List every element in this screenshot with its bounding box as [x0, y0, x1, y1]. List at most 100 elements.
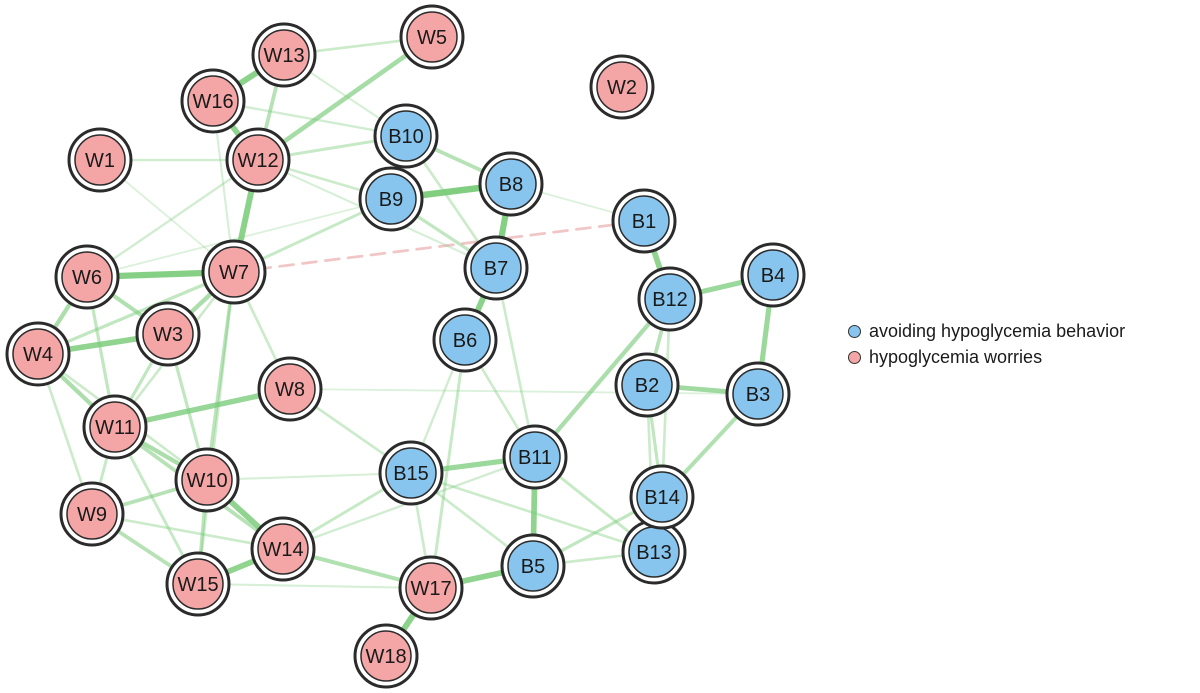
node-label: W3 [153, 324, 183, 346]
node-fill [181, 454, 233, 506]
edge-w10-b15 [205, 471, 413, 482]
node-label: W14 [262, 539, 303, 561]
node-label: W15 [177, 574, 218, 596]
node-w12: W12 [225, 127, 291, 193]
node-label: B10 [388, 126, 424, 148]
node-fill [732, 368, 784, 420]
node-w4: W4 [5, 321, 71, 387]
edge-w7-b1 [232, 219, 646, 274]
node-b14: B14 [629, 464, 695, 530]
legend: avoiding hypoglycemia behavior hypoglyce… [848, 318, 1125, 370]
node-label: W17 [410, 578, 451, 600]
node-w3: W3 [135, 301, 201, 367]
node-b2: B2 [614, 352, 680, 418]
edge-w8-b3 [289, 388, 759, 395]
node-b15: B15 [378, 440, 444, 506]
node-label: B9 [379, 189, 403, 211]
legend-item-worry: hypoglycemia worries [848, 344, 1125, 370]
node-w6: W6 [54, 244, 120, 310]
node-fill [208, 246, 260, 298]
node-label: W2 [607, 77, 637, 99]
node-label: W18 [365, 646, 406, 668]
node-fill [142, 308, 194, 360]
node-fill [747, 249, 799, 301]
legend-item-behavior: avoiding hypoglycemia behavior [848, 318, 1125, 344]
node-fill [257, 523, 309, 575]
node-b9: B9 [358, 166, 424, 232]
node-b11: B11 [502, 424, 568, 490]
node-fill [264, 363, 316, 415]
node-fill [365, 173, 417, 225]
node-label: W5 [417, 27, 447, 49]
node-label: B7 [484, 258, 508, 280]
node-b12: B12 [637, 266, 703, 332]
node-label: B8 [499, 174, 523, 196]
node-label: B3 [746, 384, 770, 406]
node-label: B11 [518, 447, 552, 469]
node-fill [172, 558, 224, 610]
node-b5: B5 [500, 533, 566, 599]
node-fill [66, 488, 118, 540]
edge-w16-b10 [211, 99, 408, 138]
node-w14: W14 [250, 516, 316, 582]
node-w17: W17 [398, 555, 464, 621]
edge-w7-w15 [196, 270, 236, 586]
node-b1: B1 [611, 188, 677, 254]
node-fill [618, 195, 670, 247]
node-b10: B10 [373, 103, 439, 169]
node-b3: B3 [725, 361, 791, 427]
node-fill [507, 540, 559, 592]
legend-swatch-worry [848, 350, 861, 364]
node-b6: B6 [432, 307, 498, 373]
node-w18: W18 [353, 623, 419, 689]
node-fill [596, 61, 648, 113]
node-fill [360, 630, 412, 682]
node-fill [636, 471, 688, 523]
node-fill [380, 110, 432, 162]
edge-w5-w12 [255, 34, 435, 163]
node-fill [406, 11, 458, 63]
legend-label-behavior: avoiding hypoglycemia behavior [869, 320, 1126, 341]
node-w9: W9 [59, 481, 125, 547]
node-fill [61, 251, 113, 303]
node-b4: B4 [740, 242, 806, 308]
node-label: W11 [95, 417, 135, 439]
node-fill [258, 29, 310, 81]
node-w7: W7 [201, 239, 267, 305]
node-label: W4 [23, 344, 53, 366]
node-fill [405, 562, 457, 614]
node-fill [89, 401, 141, 453]
node-w2: W2 [589, 54, 655, 120]
node-fill [12, 328, 64, 380]
node-fill [74, 134, 126, 186]
node-label: B15 [393, 463, 429, 485]
edge-w12-w6 [85, 158, 260, 279]
node-w15: W15 [165, 551, 231, 617]
node-b8: B8 [478, 151, 544, 217]
node-label: W8 [275, 379, 305, 401]
legend-swatch-behavior [848, 324, 861, 338]
node-label: B6 [453, 330, 477, 352]
legend-label-worry: hypoglycemia worries [869, 346, 1043, 367]
node-fill [621, 359, 673, 411]
node-label: W12 [237, 150, 278, 172]
node-fill [232, 134, 284, 186]
node-w10: W10 [174, 447, 240, 513]
node-label: W10 [186, 470, 227, 492]
node-fill [439, 314, 491, 366]
node-w8: W8 [257, 356, 323, 422]
edge-w15-w17 [196, 582, 433, 590]
node-w1: W1 [67, 127, 133, 193]
node-label: B12 [652, 289, 688, 311]
node-label: B4 [761, 265, 785, 287]
node-fill [644, 273, 696, 325]
node-w5: W5 [399, 4, 465, 70]
node-label: B14 [644, 487, 680, 509]
node-label: B2 [635, 375, 659, 397]
edge-b11-b12 [532, 296, 673, 460]
node-fill [385, 447, 437, 499]
node-label: W9 [77, 504, 107, 526]
node-label: W7 [219, 262, 249, 284]
